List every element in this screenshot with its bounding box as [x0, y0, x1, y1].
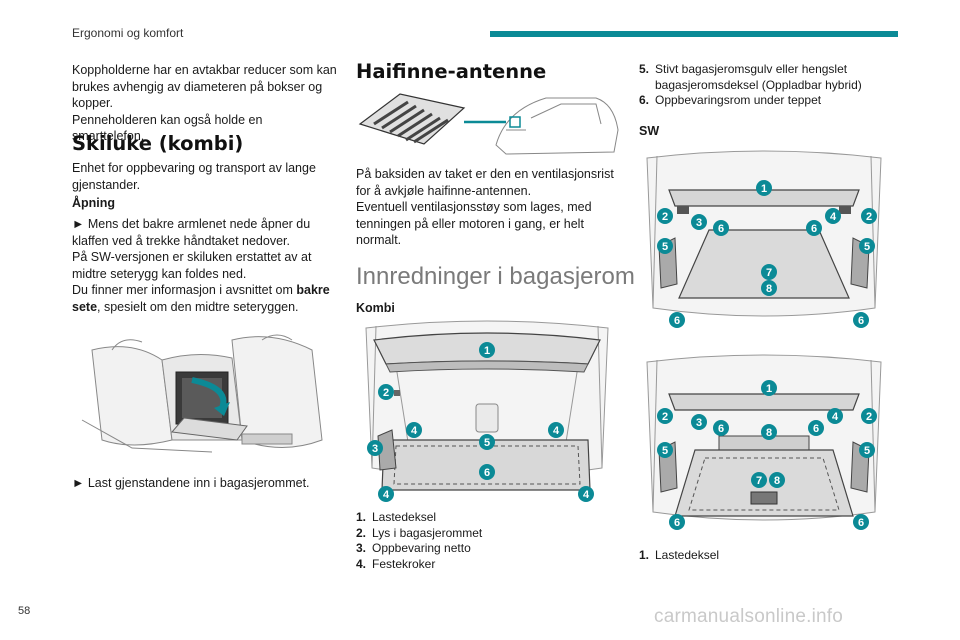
kombi-trunk-figure: 1 2 3 4 5 4 6 4 4	[356, 318, 618, 508]
kombi-callout: 1	[484, 345, 490, 357]
sw2-callout: 6	[858, 517, 864, 529]
ski-description: Enhet for oppbevaring og transport av la…	[72, 160, 337, 193]
intro-line: kopper.	[72, 96, 114, 110]
antenna-line: tenningen på eller motoren i gang, er he…	[356, 216, 584, 231]
sw2-callout: 7	[756, 475, 762, 487]
sw2-callout: 3	[696, 417, 702, 429]
sw1-callout: 5	[662, 241, 668, 253]
sw2-callout: 5	[864, 445, 870, 457]
sw-label: SW	[639, 124, 660, 138]
sw1-callout: 1	[761, 183, 767, 195]
legend-list-continued: 5.Stivt bagasjeromsgulv eller hengslet b…	[639, 62, 901, 109]
sw1-callout: 6	[674, 315, 680, 327]
opening-heading: Åpning	[72, 196, 116, 210]
kombi-label: Kombi	[356, 301, 395, 315]
load-instruction: ► Last gjenstandene inn i bagasjerommet.	[72, 476, 310, 490]
antenna-figure	[356, 90, 621, 160]
kombi-callout: 4	[383, 489, 390, 501]
sw2-callout: 2	[866, 411, 872, 423]
sw1-callout: 2	[866, 211, 872, 223]
intro-line: Koppholderne har en avtakbar reducer som…	[72, 63, 337, 77]
kombi-legend-list: 1.Lastedeksel 2.Lys i bagasjerommet 3.Op…	[356, 510, 621, 572]
sw2-callout: 8	[766, 427, 772, 439]
sw1-callout: 6	[718, 223, 724, 235]
kombi-callout: 4	[553, 425, 560, 437]
list-item: 4.Festekroker	[356, 556, 436, 571]
intro-line: Penneholderen kan også holde en smarttel…	[72, 112, 263, 144]
kombi-callout: 2	[383, 387, 389, 399]
sw2-callout: 4	[832, 411, 839, 423]
opening-line: klaffen ved å trekke håndtaket nedover.	[72, 233, 290, 248]
sw1-callout: 5	[864, 241, 870, 253]
sw1-callout: 4	[830, 211, 837, 223]
kombi-callout: 5	[484, 437, 490, 449]
sete-link: sete	[72, 299, 98, 314]
section-title: Ergonomi og komfort	[72, 26, 184, 40]
list-item: 2.Lys i bagasjerommet	[356, 525, 483, 540]
sw1-callout: 3	[696, 217, 702, 229]
sw2-callout: 2	[662, 411, 668, 423]
sw-trunk-figure-1: 1 2 3 6 6 4 2 5 5 7 8 6 6	[639, 148, 889, 334]
sw-legend-list: 1.Lastedeksel	[639, 548, 901, 564]
ski-desc-line: gjenstander.	[72, 177, 141, 192]
opening-instructions: ► Mens det bakre armlenet nede åpner du …	[72, 216, 340, 315]
bakre-link: bakre	[296, 283, 330, 297]
antenna-line: for å avkjøle haifinne-antennen.	[356, 183, 532, 198]
sw2-callout: 5	[662, 445, 668, 457]
sw1-callout: 6	[811, 223, 817, 235]
opening-line: På SW-versjonen er skiluken erstattet av…	[72, 250, 312, 264]
list-item: 1.Lastedeksel	[356, 510, 437, 524]
list-item: 1.Lastedeksel	[639, 548, 720, 562]
antenna-line: Eventuell ventilasjonsstøy som lages, me…	[356, 200, 592, 214]
sw1-callout: 7	[766, 267, 772, 279]
ski-desc-line: Enhet for oppbevaring og transport av la…	[72, 161, 316, 175]
sw1-callout: 8	[766, 283, 772, 295]
sw1-callout: 6	[858, 315, 864, 327]
list-item: 6.Oppbevaringsrom under teppet	[639, 93, 822, 107]
list-item: bagasjeromsdeksel (Oppladbar hybrid)	[655, 77, 862, 92]
info-line: sete, spesielt om den midtre seteryggen.	[72, 299, 299, 314]
sw1-callout: 2	[662, 211, 668, 223]
kombi-callout: 6	[484, 467, 490, 479]
kombi-callout: 4	[583, 489, 590, 501]
intro-paragraph: Koppholderne har en avtakbar reducer som…	[72, 62, 337, 145]
sw2-callout: 6	[718, 423, 724, 435]
antenna-heading: Haifinne-antenne	[356, 60, 547, 83]
info-line: Du finner mer informasjon i avsnittet om…	[72, 283, 330, 297]
header-accent-bar	[490, 31, 898, 37]
sw-trunk-figure-2: 1 2 3 6 8 6 4 2 5 5 7 8 6 6	[639, 352, 889, 538]
kombi-callout: 4	[411, 425, 418, 437]
sw2-callout: 8	[774, 475, 780, 487]
watermark: carmanualsonline.info	[654, 606, 844, 627]
sw2-callout: 6	[813, 423, 819, 435]
antenna-description: På baksiden av taket er den en ventilasj…	[356, 166, 621, 249]
luggage-heading: Innredninger i bagasjerom	[356, 263, 635, 290]
page-number: 58	[18, 605, 31, 617]
kombi-callout: 3	[372, 443, 378, 455]
list-item: 3.Oppbevaring netto	[356, 541, 471, 555]
list-item: 5.Stivt bagasjeromsgulv eller hengslet	[639, 62, 848, 76]
ski-hatch-heading: Skiluke (kombi)	[72, 132, 244, 155]
sw2-callout: 6	[674, 517, 680, 529]
antenna-line: normalt.	[356, 233, 402, 247]
intro-line: brukes avhengig av diameteren på bokser …	[72, 79, 323, 94]
sw2-callout: 1	[766, 383, 772, 395]
opening-line: midtre seterygg kan foldes ned.	[72, 266, 247, 281]
antenna-line: På baksiden av taket er den en ventilasj…	[356, 167, 614, 181]
rear-seat-ski-hatch-figure	[72, 330, 334, 460]
opening-line: ► Mens det bakre armlenet nede åpner du	[72, 217, 311, 231]
